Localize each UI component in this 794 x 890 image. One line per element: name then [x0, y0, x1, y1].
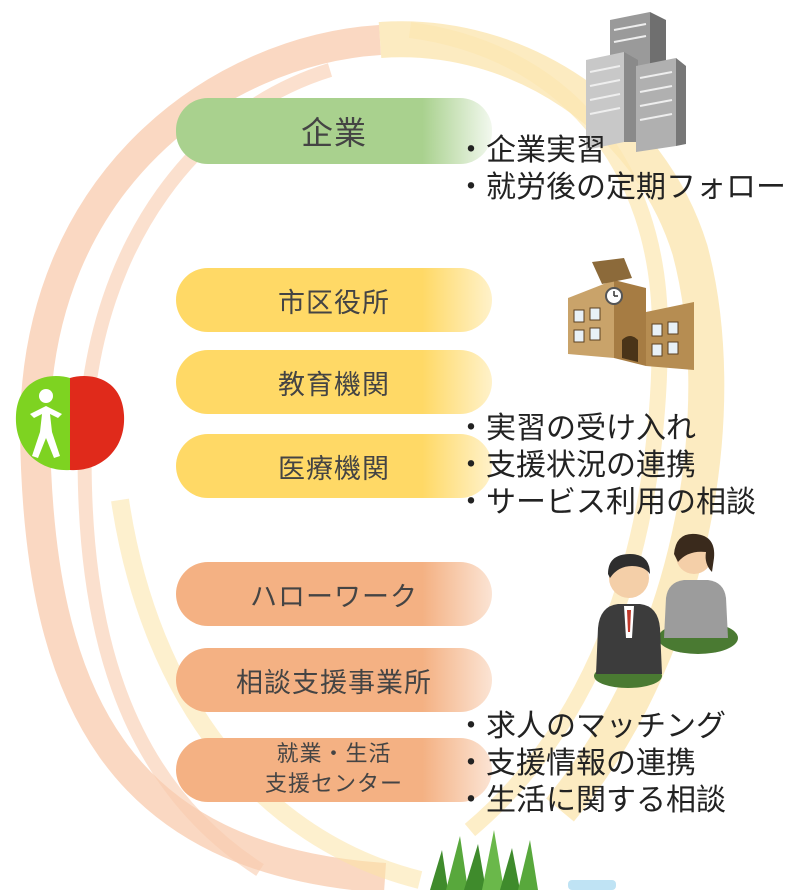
company-pill: 企業 — [176, 98, 492, 164]
employment-support-line2: 支援センター — [264, 772, 403, 797]
education-label: 教育機関 — [278, 369, 390, 401]
medical-label: 医療機関 — [278, 453, 390, 485]
apple-logo-icon — [15, 375, 125, 471]
business-people-icon — [594, 533, 738, 688]
employment-support-center-pill: 就業・生活 支援センター — [176, 738, 492, 802]
school-building-icon — [568, 258, 694, 370]
public-bullet-list: ・実習の受け入れ ・支援状況の連携 ・サービス利用の相談 — [456, 410, 756, 521]
company-pill-label: 企業 — [300, 114, 367, 152]
hello-work-pill: ハローワーク — [176, 562, 492, 626]
consultation-office-pill: 相談支援事業所 — [176, 648, 492, 712]
company-bullet-list: ・企業実習 ・就労後の定期フォロー — [456, 132, 786, 206]
list-item: ・実習の受け入れ — [456, 411, 696, 446]
list-item: ・生活に関する相談 — [456, 783, 726, 818]
support-bullet-list: ・求人のマッチング ・支援情報の連携 ・生活に関する相談 — [456, 708, 726, 819]
list-item: ・サービス利用の相談 — [456, 485, 756, 520]
medical-pill: 医療機関 — [176, 434, 492, 498]
consultation-office-label: 相談支援事業所 — [236, 667, 432, 699]
list-item: ・支援状況の連携 — [456, 448, 696, 483]
office-buildings-icon — [586, 12, 686, 152]
employment-support-line1: 就業・生活 — [276, 742, 392, 767]
list-item: ・支援情報の連携 — [456, 746, 696, 781]
grass-icon — [430, 830, 616, 890]
education-pill: 教育機関 — [176, 350, 492, 414]
list-item: ・企業実習 — [456, 133, 606, 168]
hello-work-label: ハローワーク — [250, 581, 418, 613]
city-office-label: 市区役所 — [278, 287, 390, 319]
list-item: ・就労後の定期フォロー — [456, 170, 786, 205]
list-item: ・求人のマッチング — [456, 709, 726, 744]
city-office-pill: 市区役所 — [176, 268, 492, 332]
